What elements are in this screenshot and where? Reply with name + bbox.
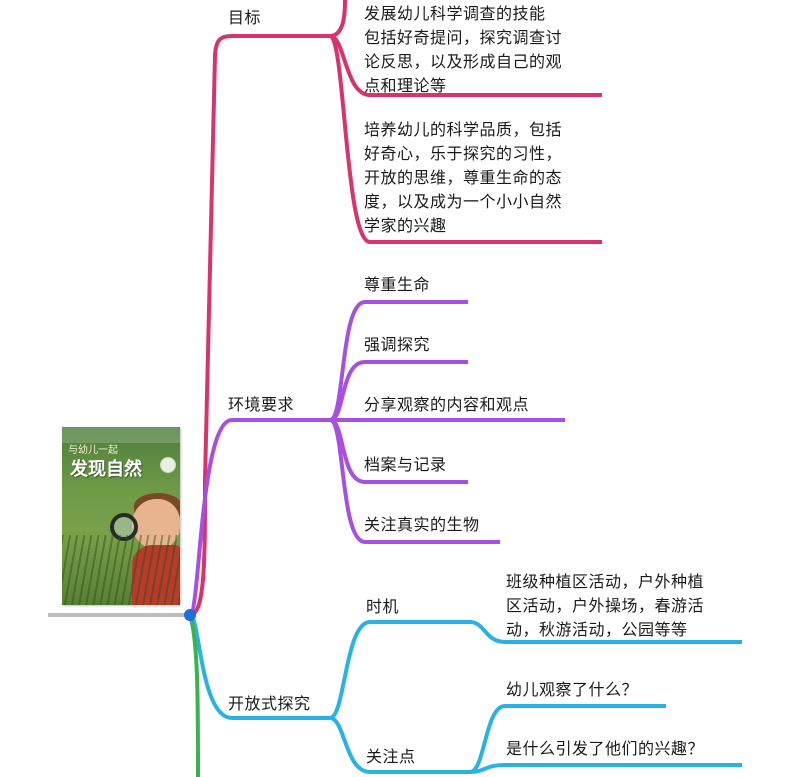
goals-child-2-line-2: 好奇心，乐于探究的习性， [364, 144, 563, 163]
env-item-share-observations[interactable]: 分享观察的内容和观点 [364, 395, 530, 414]
env-item-respect-life[interactable]: 尊重生命 [364, 275, 431, 294]
goals-connector [189, 34, 330, 617]
goals-node-label[interactable]: 目标 [228, 8, 262, 27]
book-subtitle: 与幼儿一起 [68, 445, 118, 456]
goals-child-2[interactable]: 培养幼儿的科学品质，包括 好奇心，乐于探究的习性， 开放的思维，尊重生命的态 度… [364, 118, 562, 238]
env-child-5-line [328, 418, 500, 544]
timing-detail[interactable]: 班级种植区活动，户外种植 区活动，户外操场，春游活 动，秋游活动，公园等等 [506, 570, 704, 642]
focus-item-what-interest[interactable]: 是什么引发了他们的兴趣？ [506, 739, 705, 758]
timing-connector [329, 620, 470, 720]
environment-node-label[interactable]: 环境要求 [228, 395, 295, 414]
book-title: 发现自然 [70, 459, 142, 480]
goals-child-1-line-3: 论反思，以及形成自己的观 [364, 52, 563, 71]
goals-child-2-connector [328, 34, 602, 244]
goals-child-1-line [329, 34, 602, 97]
goals-child-1-line-2: 包括好奇提问，探究调查讨 [364, 28, 563, 47]
open-inquiry-node-label[interactable]: 开放式探究 [228, 694, 311, 713]
environment-connector [188, 418, 330, 617]
child-body [132, 545, 180, 605]
magnifier-icon [110, 513, 138, 541]
timing-detail-line [469, 620, 742, 644]
grass-texture [62, 535, 180, 605]
focus-item-1-line [469, 704, 666, 774]
goals-child-2-line-5: 学家的兴趣 [364, 216, 447, 235]
env-item-emphasize-inquiry[interactable]: 强调探究 [364, 335, 431, 354]
env-item-records[interactable]: 档案与记录 [364, 455, 447, 474]
open-inquiry-connector [188, 613, 330, 720]
fourth-branch-connector [188, 614, 200, 777]
timing-detail-line-2: 区活动，户外操场，春游活 [506, 596, 705, 615]
env-item-real-organisms[interactable]: 关注真实的生物 [364, 515, 480, 534]
focus-item-what-observed[interactable]: 幼儿观察了什么？ [506, 680, 639, 699]
goals-child-2-line-1: 培养幼儿的科学品质，包括 [364, 120, 563, 139]
goals-child-1[interactable]: 发展幼儿科学调查的技能 包括好奇提问，探究调查讨 论反思，以及形成自己的观 点和… [364, 2, 562, 98]
timing-detail-line-3: 动，秋游活动，公园等等 [506, 620, 688, 639]
goals-child-2-line-4: 度，以及成为一个小小自然 [364, 192, 563, 211]
focus-node-label[interactable]: 关注点 [366, 747, 416, 766]
goals-child-1-line-1: 发展幼儿科学调查的技能 [364, 4, 546, 23]
timing-detail-line-1: 班级种植区活动，户外种植 [506, 572, 705, 591]
book-badge [160, 457, 176, 473]
book-top-strip [62, 427, 180, 443]
timing-node-label[interactable]: 时机 [366, 597, 400, 616]
hub-node[interactable] [184, 609, 196, 621]
focus-item-2-line [469, 763, 742, 774]
goals-child-1-line-4: 点和理论等 [364, 76, 447, 95]
root-book-cover[interactable]: 与幼儿一起 发现自然 [62, 427, 180, 605]
child-face [132, 499, 180, 549]
env-child-2-line [329, 360, 468, 422]
goals-child-2-line-3: 开放的思维，尊重生命的态 [364, 168, 563, 187]
focus-connector [329, 716, 470, 774]
goals-child-1-connector [329, 0, 347, 38]
